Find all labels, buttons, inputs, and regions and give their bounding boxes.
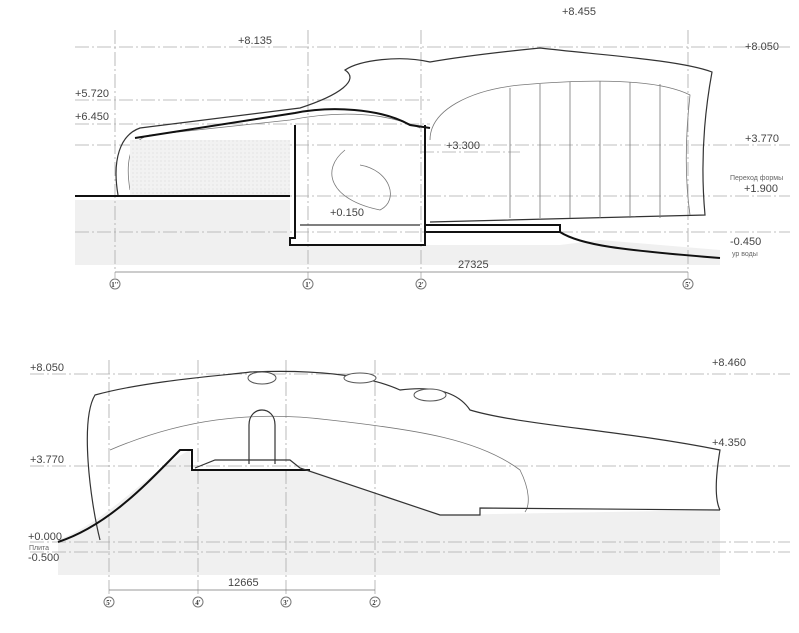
axis-bubble-5p: 5' bbox=[682, 278, 694, 290]
level-label: +3.770 bbox=[745, 133, 779, 145]
level-label: +8.050 bbox=[745, 41, 779, 53]
form-transition-note: Переход формы bbox=[730, 175, 783, 182]
top-inner-shell bbox=[127, 113, 421, 191]
level-label: +6.450 bbox=[75, 111, 109, 123]
bottom-section: 12665 5' 4' 3' 2' +8.050 +8.460 +3.770 +… bbox=[28, 357, 790, 608]
axis-bubble-4p: 4' bbox=[192, 596, 204, 608]
axis-bubble-3p: 3' bbox=[280, 596, 292, 608]
level-label: +0.000 bbox=[28, 531, 62, 543]
level-label: +4.350 bbox=[712, 437, 746, 449]
level-label: +8.050 bbox=[30, 362, 64, 374]
axis-bubble-2p: 2' bbox=[369, 596, 381, 608]
bottom-building-outline bbox=[86, 370, 721, 541]
svg-text:2': 2' bbox=[372, 599, 378, 607]
svg-text:3': 3' bbox=[283, 599, 289, 607]
svg-text:1': 1' bbox=[305, 281, 311, 289]
svg-text:1'': 1'' bbox=[111, 281, 118, 289]
level-label: +0.150 bbox=[330, 207, 364, 219]
svg-text:5': 5' bbox=[106, 599, 112, 607]
top-building-outline bbox=[115, 47, 713, 223]
level-label: +8.455 bbox=[562, 6, 596, 18]
spiral-stair bbox=[331, 149, 391, 211]
svg-text:4': 4' bbox=[195, 599, 201, 607]
level-label: +8.460 bbox=[712, 357, 746, 369]
top-ground-fill bbox=[75, 200, 720, 265]
top-roof-hatch bbox=[130, 140, 290, 195]
skylight bbox=[343, 372, 377, 384]
axis-bubble-5p: 5' bbox=[103, 596, 115, 608]
water-level-note: ур воды bbox=[732, 251, 758, 258]
bottom-ground-fill bbox=[58, 450, 720, 575]
svg-text:5': 5' bbox=[685, 281, 691, 289]
bottom-inner-shell bbox=[109, 415, 529, 513]
top-basement-walls bbox=[289, 125, 426, 246]
svg-text:2': 2' bbox=[418, 281, 424, 289]
axis-bubble-1p: 1' bbox=[302, 278, 314, 290]
stair-and-floor bbox=[194, 459, 721, 516]
level-label: +3.300 bbox=[446, 140, 480, 152]
dimension-value: 12665 bbox=[228, 577, 259, 589]
level-label: +1.900 bbox=[744, 183, 778, 195]
axis-bubble-1pp: 1'' bbox=[109, 278, 121, 290]
level-label: -0.450 bbox=[730, 236, 761, 248]
axis-bubble-2p: 2' bbox=[415, 278, 427, 290]
level-label: +3.770 bbox=[30, 454, 64, 466]
dimension-value: 27325 bbox=[458, 259, 489, 271]
terrace-deck bbox=[425, 224, 561, 233]
level-label: +5.720 bbox=[75, 88, 109, 100]
level-label: +8.135 bbox=[238, 35, 272, 47]
bottom-ground-line bbox=[57, 449, 310, 543]
skylight bbox=[247, 371, 277, 385]
top-glazing-shell bbox=[429, 80, 691, 216]
slab-note: Плита bbox=[29, 545, 49, 552]
top-roof-slab bbox=[134, 108, 431, 139]
arched-opening bbox=[248, 409, 276, 464]
level-label: -0.500 bbox=[28, 552, 59, 564]
glazing-mullions bbox=[509, 81, 661, 218]
top-section: 27325 1'' 1' 2' 5' +8.135 +8.455 +8.050 … bbox=[75, 6, 790, 290]
skylight bbox=[413, 388, 447, 402]
top-shoreline bbox=[559, 231, 721, 259]
